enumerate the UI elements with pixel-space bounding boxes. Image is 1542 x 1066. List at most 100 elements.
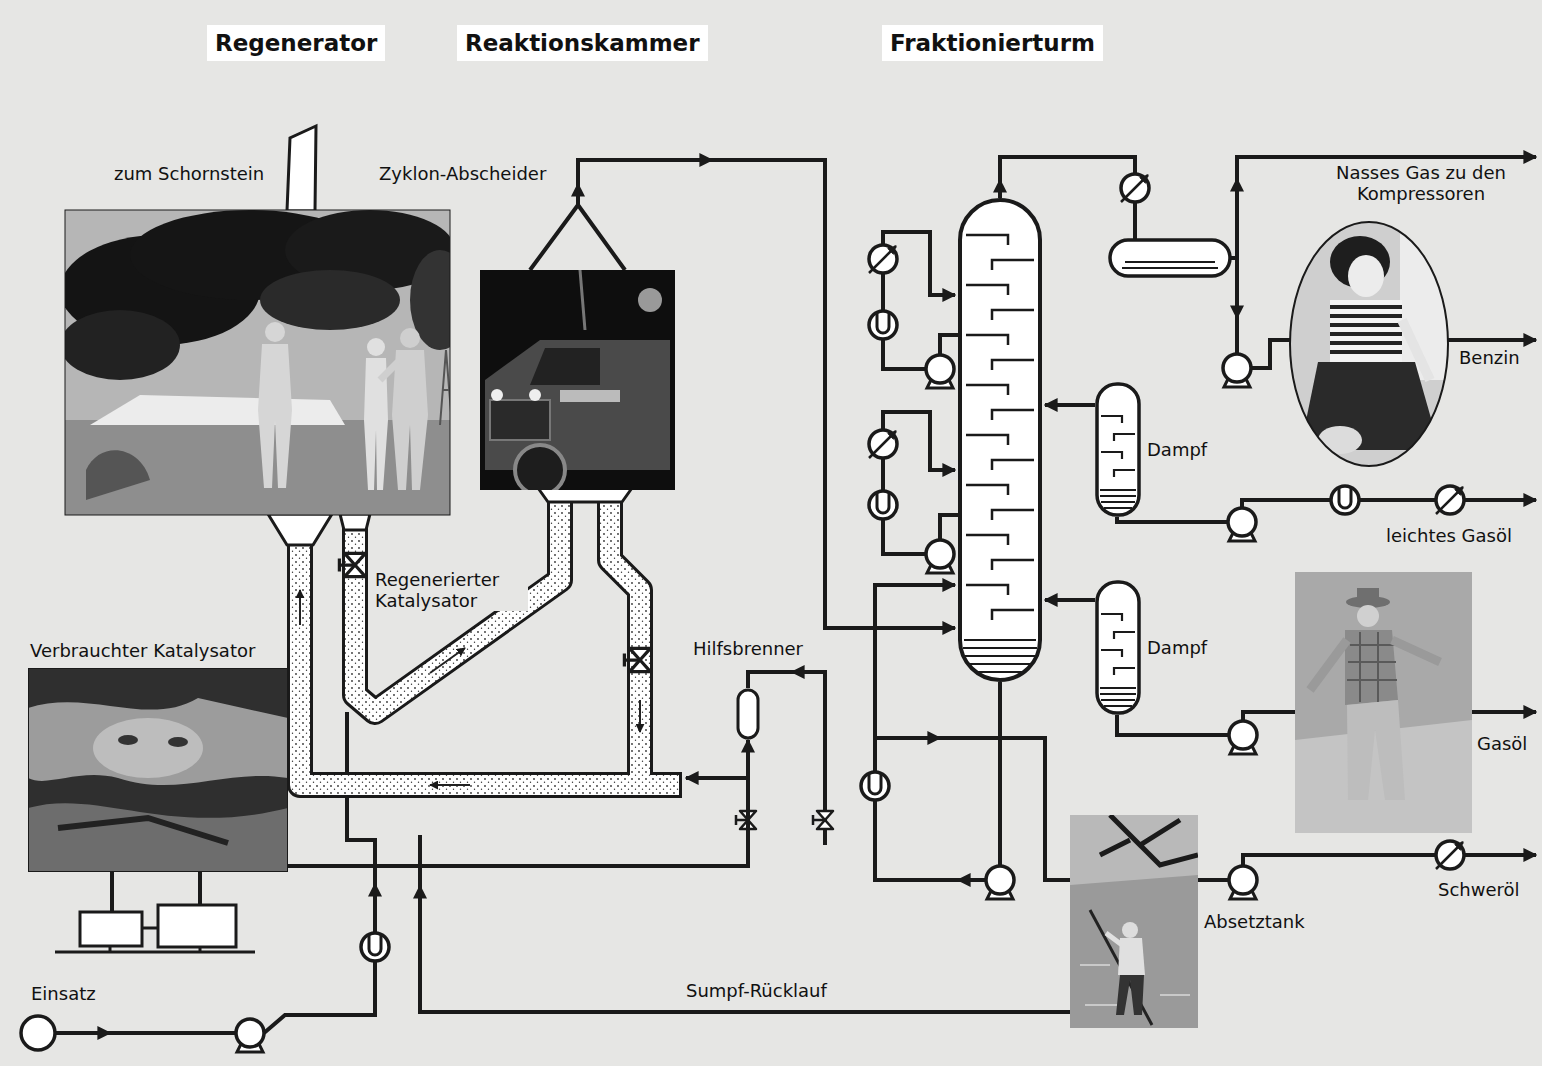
process-lines (530, 205, 625, 270)
node-shape (28, 698, 288, 785)
regenerator-photo (265, 322, 285, 342)
heat-exchanger-symbol (361, 311, 1359, 961)
node-shape (1070, 815, 1198, 1028)
process-lines (958, 878, 986, 882)
equipment-symbols (1122, 262, 1218, 268)
heat-exchanger-symbol (861, 772, 889, 800)
process-lines (264, 961, 375, 1033)
node-shape (736, 688, 760, 740)
stream-label: Nasses Gas zu den Kompressoren (1328, 162, 1514, 204)
regenerator-photo (86, 450, 150, 500)
feed-inlet: Einsatz (18, 983, 96, 1053)
section-title-box: Regenerator (207, 25, 385, 61)
pump-symbol (926, 540, 954, 573)
node-shape (1101, 416, 1135, 477)
reactor-photo (638, 288, 662, 312)
process-lines (883, 519, 926, 554)
column-sump (963, 640, 1037, 672)
reactor-photo (530, 348, 600, 385)
process-lines (710, 160, 955, 628)
process-lines (883, 339, 926, 369)
pump-symbol (926, 355, 954, 388)
process-lines (1045, 598, 1095, 602)
process-lines (576, 184, 580, 205)
settling-tank-photo: Absetztank (1070, 815, 1305, 1028)
regenerator-photo (392, 350, 428, 490)
label-slot: zum Schornstein (111, 163, 267, 184)
label-slot: Nasses Gas zu den Kompressoren (1328, 162, 1514, 204)
stream-label: Regenerierter Katalysator (372, 569, 528, 611)
catalyst-pipes (300, 540, 679, 785)
process-lines (420, 886, 1070, 1012)
process-lines (418, 835, 422, 888)
process-lines (578, 160, 712, 186)
catalyst-pipes (340, 514, 370, 530)
process-lines (55, 1031, 110, 1035)
node-shape (1106, 933, 1122, 945)
plant-drawing (65, 210, 450, 515)
node-shape (1097, 384, 1139, 515)
catalyst-pipes (299, 590, 301, 625)
node-shape (1070, 815, 1198, 1028)
node-shape (1122, 922, 1138, 938)
process-lines (875, 585, 955, 772)
section-title-box: Fraktionierturm (882, 25, 1103, 61)
node-label: Absetztank (1204, 911, 1305, 932)
worker-photo (1357, 588, 1379, 602)
catalyst-pipes (300, 492, 679, 785)
process-lines (1117, 715, 1229, 735)
process-lines (1133, 202, 1137, 240)
node-label: Dampf (1147, 637, 1207, 658)
worker-photo (1347, 632, 1397, 702)
process-lines (55, 157, 1536, 1033)
node-shape (1070, 815, 1198, 885)
section-title: Fraktionierturm (890, 28, 1095, 58)
node-shape (1100, 815, 1198, 865)
section-title-box: Reaktionskammer (457, 25, 708, 61)
regenerator-photo (367, 338, 385, 356)
condenser-symbol (869, 430, 897, 458)
node-shape (1100, 490, 1136, 508)
reactor-photo (491, 389, 503, 401)
node-shape (1097, 582, 1139, 713)
label-slot: Schweröl (1435, 879, 1523, 900)
node-shape (28, 668, 288, 872)
regenerator-photo (65, 210, 450, 515)
node-shape (18, 1013, 58, 1053)
node-shape (168, 737, 188, 747)
regenerator-photo (65, 420, 450, 515)
connector-line (288, 740, 748, 866)
stream-label: zum Schornstein (111, 163, 267, 184)
node-shape (1101, 614, 1135, 675)
heat-exchanger-symbol (869, 491, 897, 519)
process-lines (1235, 179, 1239, 258)
regenerator-photo (400, 328, 420, 348)
steam-stripper: Dampf (1095, 382, 1207, 517)
process-lines (998, 180, 1002, 198)
process-lines (940, 515, 958, 540)
process-lines (1242, 500, 1331, 508)
pump-symbol (236, 1019, 264, 1052)
catalyst-pipes (268, 514, 332, 545)
steam-stripper: Dampf (1095, 580, 1207, 715)
catalyst-pipes (430, 648, 465, 673)
catalyst-hopper (55, 928, 255, 952)
pump-symbol (1228, 508, 1256, 541)
regenerator-photo (440, 350, 450, 425)
node-shape (1116, 975, 1144, 1015)
column-trays (966, 235, 1034, 620)
reactor-photo (490, 400, 550, 440)
node-shape (58, 818, 228, 843)
catalyst-hopper (158, 905, 236, 947)
part-label: Zyklon-Abscheider (376, 163, 549, 184)
fractionating-column (960, 200, 1040, 680)
process-lines (373, 884, 377, 933)
process-lines (1000, 157, 1135, 182)
photo-frame (1290, 222, 1448, 466)
process-lines (108, 1031, 236, 1035)
label-slot: leichtes Gasöl (1383, 525, 1515, 546)
node-shape (1095, 382, 1141, 517)
process-lines (1235, 316, 1239, 354)
process-lines (998, 682, 1002, 866)
